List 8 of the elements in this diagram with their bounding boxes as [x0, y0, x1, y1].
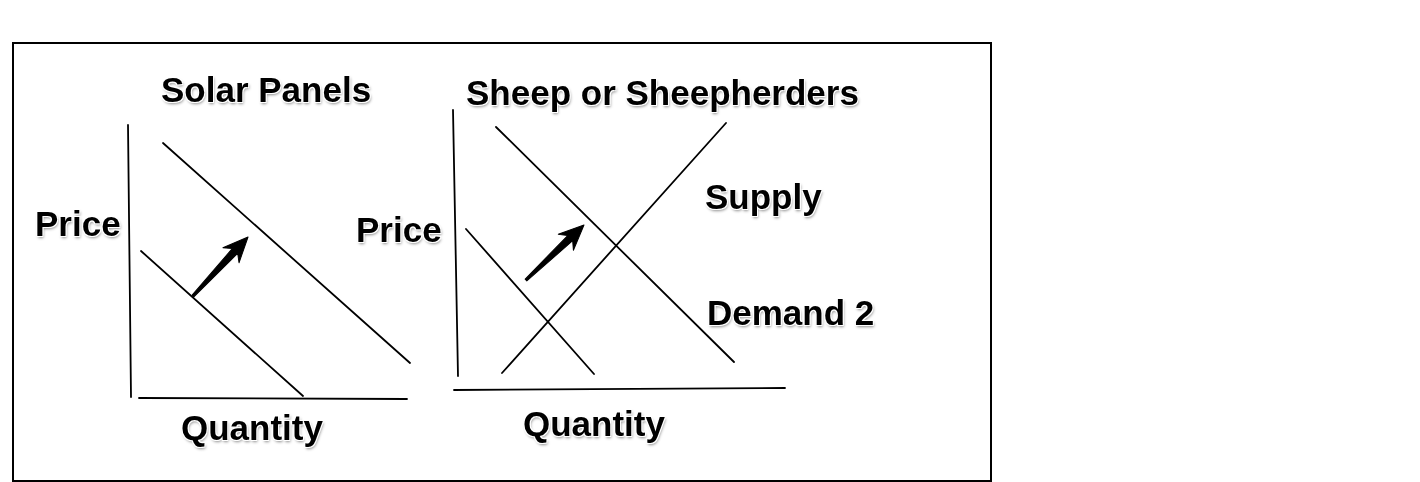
curve-label: Demand 2 [707, 293, 875, 333]
axis-label: Quantity [523, 404, 665, 444]
axis-label: Price [356, 210, 442, 250]
axis-label: Price [35, 204, 121, 244]
chart-title: Solar Panels [161, 70, 372, 110]
chart-title: Sheep or Sheepherders [466, 73, 859, 113]
axis-label: Quantity [181, 408, 323, 448]
curve-label: Supply [705, 177, 822, 217]
